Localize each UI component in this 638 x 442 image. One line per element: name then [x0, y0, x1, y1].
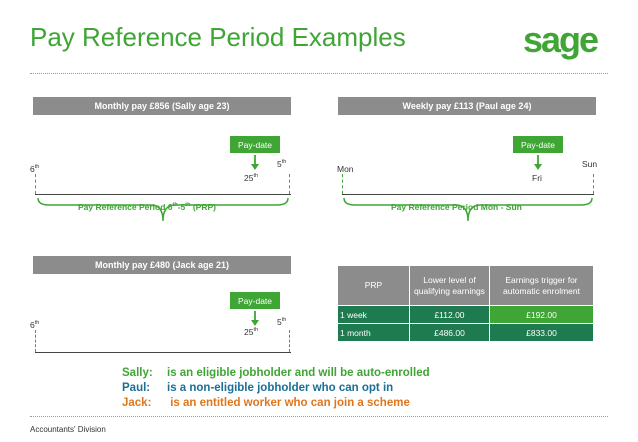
table-header: PRP — [337, 265, 410, 306]
sally-timeline — [35, 194, 291, 195]
paul-pay-date-box: Pay-date — [513, 136, 563, 153]
sally-brace — [37, 197, 289, 222]
paul-mid-label: Fri — [532, 173, 542, 183]
jack-statement: Jack: is an entitled worker who can join… — [122, 397, 410, 409]
table-cell: 1 week — [337, 305, 410, 324]
jack-start-marker — [35, 330, 36, 352]
sally-end-label: 5th — [277, 159, 287, 169]
paul-statement: Paul:is a non-eligible jobholder who can… — [122, 382, 394, 394]
jack-heading: Monthly pay £480 (Jack age 21) — [33, 256, 291, 274]
jack-end-label: 5th — [277, 317, 287, 327]
sally-heading: Monthly pay £856 (Sally age 23) — [33, 97, 291, 115]
sage-logo: sage — [523, 22, 600, 60]
table-cell: £486.00 — [409, 323, 490, 342]
sally-statement: Sally:is an eligible jobholder and will … — [122, 367, 430, 379]
jack-timeline — [35, 352, 291, 353]
table-cell: £192.00 — [489, 305, 594, 324]
footer-text: Accountants' Division — [30, 425, 106, 434]
table-row: 1 month £486.00 £833.00 — [337, 323, 594, 342]
paul-start-label: Mon — [337, 164, 354, 174]
table-header: Lower level of qualifying earnings — [409, 265, 490, 306]
down-arrow-icon — [251, 311, 259, 326]
status-statements: Sally:is an eligible jobholder and will … — [122, 366, 430, 411]
down-arrow-icon — [251, 155, 259, 170]
jack-start-label: 6th — [30, 320, 40, 330]
sally-mid-label: 25th — [244, 173, 259, 183]
paul-end-marker — [593, 174, 594, 194]
sally-pay-date-box: Pay-date — [230, 136, 280, 153]
title-divider — [30, 73, 608, 74]
footer-divider — [30, 416, 608, 417]
page-title: Pay Reference Period Examples — [30, 22, 406, 52]
jack-mid-label: 25th — [244, 327, 259, 337]
jack-end-marker — [289, 330, 290, 352]
paul-start-marker — [342, 174, 343, 194]
down-arrow-icon — [534, 155, 542, 170]
svg-text:sage: sage — [523, 22, 598, 60]
table-header: Earnings trigger for automatic enrolment — [489, 265, 594, 306]
sally-start-label: 6th — [30, 164, 40, 174]
paul-end-label: Sun — [582, 159, 598, 169]
jack-pay-date-box: Pay-date — [230, 292, 280, 309]
paul-period-label: Pay Reference Period Mon - Sun — [391, 202, 522, 212]
sally-period-label: Pay Reference Period 6th-5th (PRP) — [78, 202, 216, 212]
table-cell: £833.00 — [489, 323, 594, 342]
table-row: 1 week £112.00 £192.00 — [337, 305, 594, 324]
paul-heading: Weekly pay £113 (Paul age 24) — [338, 97, 596, 115]
paul-brace — [343, 197, 593, 222]
table-cell: 1 month — [337, 323, 410, 342]
paul-timeline — [342, 194, 594, 195]
thresholds-table: PRP Lower level of qualifying earnings E… — [337, 265, 594, 342]
sally-end-marker — [289, 174, 290, 194]
sally-start-marker — [35, 174, 36, 194]
table-cell: £112.00 — [409, 305, 490, 324]
